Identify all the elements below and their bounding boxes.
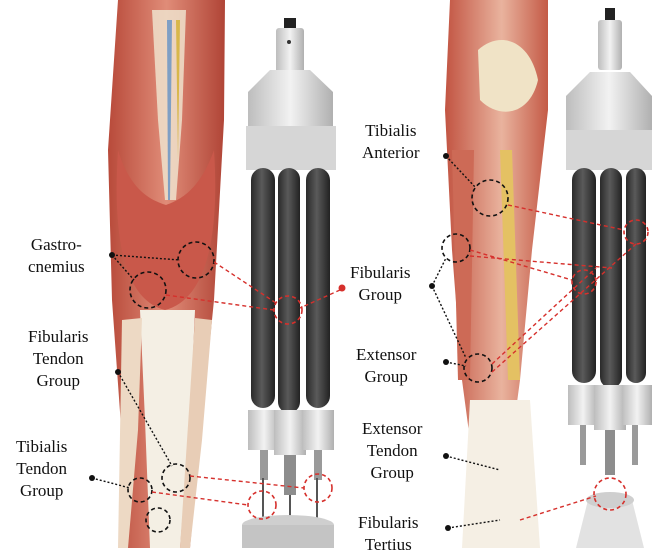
- label-extensor-tendon-group: Extensor Tendon Group: [362, 418, 422, 484]
- leader-fibularis: [432, 258, 446, 286]
- label-fibularis-group: Fibularis Group: [350, 262, 410, 306]
- anterior-leg-illustration: [445, 0, 548, 548]
- leader-dot-fib-tertius: [445, 525, 451, 531]
- label-tibialis-anterior: Tibialis Anterior: [362, 120, 420, 164]
- actuator-rig-right: [566, 8, 652, 548]
- label-gastrocnemius: Gastro- cnemius: [28, 234, 85, 278]
- leader-dot-extensor: [443, 359, 449, 365]
- leader-dot-fibularis: [429, 283, 435, 289]
- label-extensor-group: Extensor Group: [356, 344, 416, 388]
- leader-dot-tib-anterior: [443, 153, 449, 159]
- leader-dot-extensor-tendon: [443, 453, 449, 459]
- leader-dot-fib-tendon: [115, 369, 121, 375]
- label-fibularis-tertius: Fibularis Tertius: [358, 512, 418, 556]
- label-fibularis-tendon-group: Fibularis Tendon Group: [28, 326, 88, 392]
- leader-dot-gastro: [109, 252, 115, 258]
- leader-dot-tib-tendon: [89, 475, 95, 481]
- label-tibialis-tendon-group: Tibialis Tendon Group: [16, 436, 67, 502]
- actuator-rig-left: [242, 18, 336, 548]
- red-anchor-dot: [339, 285, 346, 292]
